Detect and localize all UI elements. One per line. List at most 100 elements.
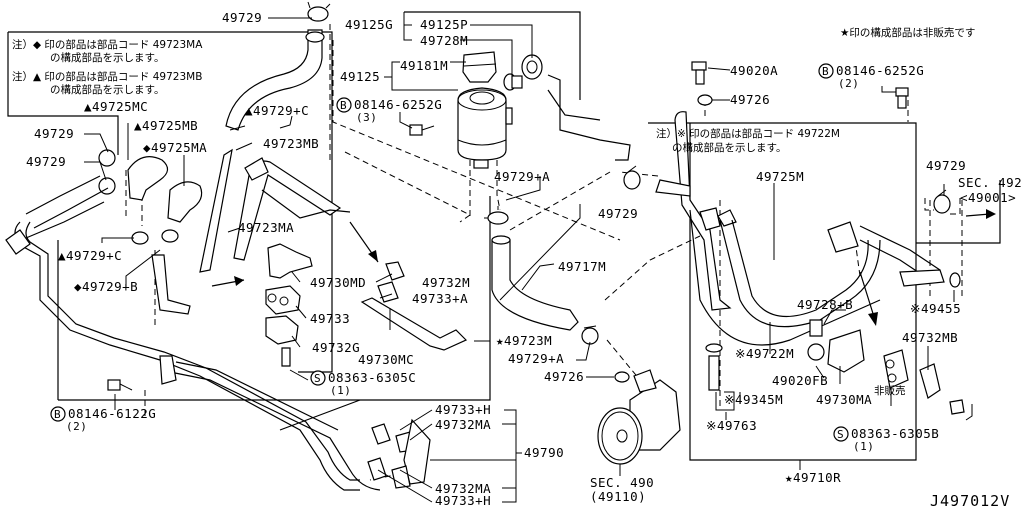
dashed-leader [344, 151, 471, 223]
part-label: 49733+H [435, 493, 491, 508]
pipe-bracket [5, 229, 31, 255]
hose-assy-frame [648, 122, 917, 461]
clamp-49732G [265, 315, 299, 345]
bolt [409, 124, 435, 136]
part-label: 08146-6252G [836, 63, 924, 78]
section-ref: SEC. 492 [958, 175, 1022, 190]
screw-marker-icon [833, 426, 849, 442]
grommet [521, 54, 543, 80]
insulator-49733H [367, 457, 387, 481]
hose-49725MA [167, 181, 203, 223]
pipe-collar [699, 207, 721, 231]
reservoir-bracket [547, 74, 631, 161]
pipe-clip [159, 355, 177, 385]
section-ref-sub: (49110) [590, 489, 646, 504]
part-label: ★49723M [496, 333, 552, 348]
note-49723MA-line2: の構成部品を示します。 [50, 51, 164, 64]
washer-49726 [614, 371, 630, 383]
reservoir-cap [462, 51, 497, 83]
pipe-collar [717, 209, 737, 227]
arrow-head [868, 312, 878, 326]
bolt [895, 87, 909, 109]
leader-line [84, 133, 109, 181]
screw-marker: S [314, 372, 321, 385]
insulator-49733H [371, 423, 391, 445]
pipe-collar [244, 157, 269, 181]
part-label: ※49763 [706, 418, 757, 433]
part-label: 49729+A [494, 169, 550, 184]
dashed-leader [619, 171, 659, 177]
not-sold-note: ★印の構成部品は非販売です [840, 26, 975, 39]
leader-line [289, 271, 393, 381]
part-qty: (2) [66, 420, 87, 433]
hose-clamp [484, 206, 509, 225]
part-label: 49125G [345, 17, 393, 32]
leader-line [576, 341, 614, 378]
part-label: 49181M [400, 58, 448, 73]
cooler-pipe-upper [25, 175, 109, 229]
part-label: 49729 [26, 154, 66, 169]
screw-marker-icon [310, 370, 326, 386]
hose-clamp [131, 229, 179, 245]
part-label: 49125P [420, 17, 468, 32]
part-label: 49790 [524, 445, 564, 460]
pipe-fitting [151, 254, 191, 315]
arrow-head [986, 209, 996, 219]
part-label: 49729+A [508, 351, 564, 366]
leader-line [399, 112, 413, 129]
part-label: 49723MB [263, 136, 319, 151]
cooler-pipe-lower [175, 361, 339, 431]
part-label: ▲49725MB [134, 118, 198, 133]
cooler-pipe-lower [169, 371, 381, 491]
part-label: 08146-6252G [354, 97, 442, 112]
hose-49725M-inner [731, 219, 869, 318]
dashed-leader [332, 40, 621, 241]
part-label: ※49722M [735, 346, 794, 361]
hose-clamp [933, 189, 951, 214]
part-label: 49723MA [238, 220, 294, 235]
part-label: 08146-6122G [68, 406, 156, 421]
part-label: 49729 [222, 10, 262, 25]
leader-line [769, 309, 929, 406]
hose-joint [827, 221, 859, 253]
insulator-49732MA [391, 465, 411, 489]
bracket-group-frame [58, 196, 491, 401]
part-label: ★49710R [785, 470, 841, 485]
part-label: 49729 [926, 158, 966, 173]
part-label: 49732MA [435, 481, 491, 496]
bolt [107, 379, 133, 391]
hose-clamp [98, 149, 116, 195]
o-ring-49455 [949, 272, 961, 288]
reservoir-tank [457, 87, 513, 169]
bolt [949, 399, 965, 415]
part-label: 49730MA [816, 392, 872, 407]
part-qty: (2) [838, 77, 859, 90]
part-label: ▲49729+C [245, 103, 309, 118]
part-label: ◆49725MA [143, 140, 207, 155]
part-label: 49732M [422, 275, 470, 290]
pipe-bracket [261, 189, 351, 219]
bolt-marker-icon [818, 63, 834, 79]
note-49723MB-line1: 注）▲ 印の部品は部品コード 49723MB [12, 70, 202, 83]
hose-49725MB [225, 29, 323, 131]
leader-line [707, 67, 731, 101]
part-label: 08363-6305C [328, 370, 416, 385]
leader-line [502, 409, 522, 503]
power-steering-pump [597, 369, 681, 465]
diagram-code: J497012V [930, 492, 1010, 510]
part-qty: (1) [330, 384, 351, 397]
leader-line [384, 61, 466, 91]
arrow-head [368, 250, 378, 262]
leader-line [881, 86, 896, 93]
hose-end [305, 31, 325, 43]
hose-49717M [491, 237, 579, 331]
leader-line [965, 404, 973, 421]
part-label: 49732MB [902, 330, 958, 345]
arrow-head [234, 276, 244, 286]
hose-assy-frame-right [916, 180, 1001, 244]
part-qty: (3) [356, 111, 377, 124]
part-label: 49020A [730, 63, 778, 78]
part-label: 49728M [420, 33, 468, 48]
washer-49726 [697, 94, 713, 106]
